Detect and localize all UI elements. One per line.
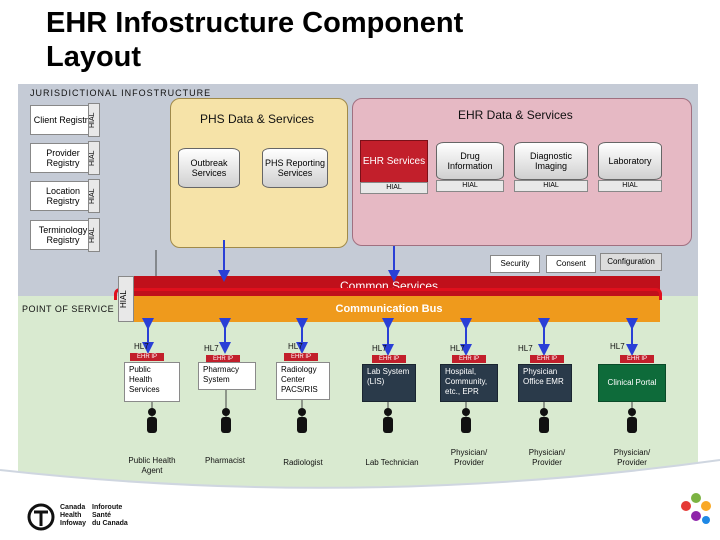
brand-swoosh [0, 459, 720, 540]
logo-text-fr: Inforoute Santé du Canada [92, 504, 128, 527]
hospital-epr-system[interactable]: Hospital, Community, etc., EPR [440, 364, 498, 402]
hl7-label: HL7 [518, 344, 533, 353]
radiology-center-system[interactable]: Radiology Center PACS/RIS [276, 362, 330, 400]
ehr-ip-badge: EHR IP [372, 355, 406, 363]
public-health-agent-user: Public Health Agent [128, 456, 176, 475]
flower-decoration-icon [681, 493, 711, 524]
communication-bus: Communication Bus [118, 296, 660, 322]
hl7-label: HL7 [450, 344, 465, 353]
drug-information[interactable]: Drug Information [436, 142, 504, 180]
logo-text-en: Canada Health Infoway [60, 504, 87, 527]
security-service[interactable]: Security [490, 255, 540, 273]
laboratory[interactable]: Laboratory [598, 142, 662, 180]
page-title: EHR Infostructure Component Layout [46, 7, 464, 73]
diagnostic-imaging-hial: HIAL [514, 180, 588, 192]
diagnostic-imaging[interactable]: Diagnostic Imaging [514, 142, 588, 180]
ehr-ip-badge: EHR IP [530, 355, 564, 363]
location-registry[interactable]: Location Registry [30, 181, 96, 211]
terminology-registry[interactable]: Terminology Registry [30, 220, 96, 250]
lab-technician-user: Lab Technician [365, 458, 419, 467]
person-icon [627, 408, 637, 433]
hl7-label: HL7 [134, 342, 149, 351]
hl7-label: HL7 [610, 342, 625, 351]
phs-reporting-services[interactable]: PHS Reporting Services [262, 148, 328, 188]
ehr-services-hial: HIAL [360, 182, 428, 194]
drug-information-hial: HIAL [436, 180, 504, 192]
hl7-label: HL7 [288, 342, 303, 351]
laboratory-hial: HIAL [598, 180, 662, 192]
infoway-logo-icon [26, 502, 56, 532]
person-icon [383, 408, 393, 433]
ehr-ip-badge: EHR IP [284, 353, 318, 361]
outbreak-services[interactable]: Outbreak Services [178, 148, 240, 188]
configuration-service[interactable]: Configuration [600, 253, 662, 271]
pharmacy-system[interactable]: Pharmacy System [198, 362, 256, 390]
ehr-ip-badge: EHR IP [620, 355, 654, 363]
ehr-ip-badge: EHR IP [130, 353, 164, 361]
physician-provider-user: Physician/ Provider [613, 448, 651, 467]
clinical-portal-system[interactable]: Clinical Portal [598, 364, 666, 402]
person-icon [221, 408, 231, 433]
person-icon [297, 408, 307, 433]
ehr-services[interactable]: EHR Services [360, 140, 428, 184]
physician-provider-user: Physician/ Provider [450, 448, 488, 467]
client-registry[interactable]: Client Registry [30, 105, 96, 135]
person-icon [539, 408, 549, 433]
public-health-services-system[interactable]: Public Health Services [124, 362, 180, 402]
hl7-label: HL7 [204, 344, 219, 353]
point-of-service-label: POINT OF SERVICE [22, 304, 115, 314]
hl7-label: HL7 [372, 344, 387, 353]
person-icon [461, 408, 471, 433]
lab-system[interactable]: Lab System (LIS) [362, 364, 416, 402]
jurisdictional-label: JURISDICTIONAL INFOSTRUCTURE [30, 88, 212, 98]
pharmacist-user: Pharmacist [204, 456, 245, 465]
phs-title: PHS Data & Services [200, 112, 315, 126]
consent-service[interactable]: Consent [546, 255, 596, 273]
radiologist-user: Radiologist [283, 458, 323, 467]
ehr-title: EHR Data & Services [458, 108, 573, 122]
person-icon [147, 408, 157, 433]
physician-office-emr-system[interactable]: Physician Office EMR [518, 364, 572, 402]
physician-provider-user: Physician/ Provider [528, 448, 566, 467]
bus-outline [114, 288, 662, 300]
provider-registry[interactable]: Provider Registry [30, 143, 96, 173]
ehr-ip-badge: EHR IP [452, 355, 486, 363]
ehr-ip-badge: EHR IP [206, 355, 240, 363]
